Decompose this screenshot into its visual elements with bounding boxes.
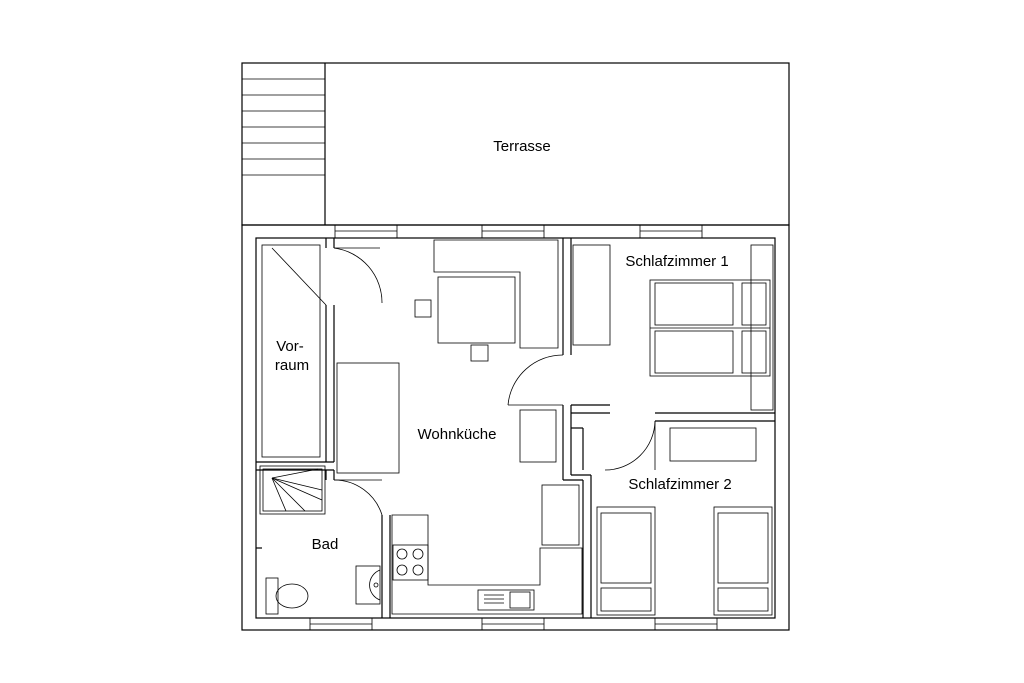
single-bed (713, 506, 773, 616)
outer-walls (241, 224, 790, 631)
shower (259, 465, 326, 515)
interior-walls (256, 238, 775, 618)
pillow (741, 330, 767, 374)
toilet-bowl (275, 583, 309, 609)
pillow (741, 282, 767, 326)
bedroom2-label: Schlafzimmer 2 (628, 476, 731, 493)
bedroom1-label: Schlafzimmer 1 (625, 253, 728, 270)
burner (412, 564, 424, 576)
shelf (750, 244, 774, 411)
foyer-wardrobe (261, 244, 321, 458)
desk (669, 427, 757, 462)
windows (309, 224, 718, 631)
washbasin (355, 565, 381, 605)
pillow (600, 587, 652, 612)
sofa (336, 362, 400, 474)
burner (412, 548, 424, 560)
stove (392, 544, 429, 581)
terrace-label: Terrasse (493, 138, 551, 155)
sink-basin (509, 591, 531, 609)
sink (477, 589, 535, 611)
burner (396, 564, 408, 576)
stairs (242, 78, 325, 176)
bedroom2-furniture (596, 427, 773, 616)
chair (470, 344, 489, 362)
burner (396, 548, 408, 560)
single-bed (596, 506, 656, 616)
toilet (265, 577, 279, 615)
cabinet (519, 409, 557, 463)
pillow (717, 587, 769, 612)
bathroom-label: Bad (312, 536, 339, 553)
bathroom-fixtures (259, 465, 381, 615)
wardrobe (572, 244, 611, 346)
foyer-label-line1: Vor- (276, 338, 304, 355)
chair (414, 299, 432, 318)
dining-table (437, 276, 516, 344)
doors (271, 247, 656, 516)
kitchen-living-label: Wohnküche (418, 426, 497, 443)
kitchen-furniture (336, 239, 583, 615)
foyer-label-line2: raum (275, 357, 309, 374)
cabinet (541, 484, 580, 546)
bedroom1-furniture (572, 244, 774, 411)
